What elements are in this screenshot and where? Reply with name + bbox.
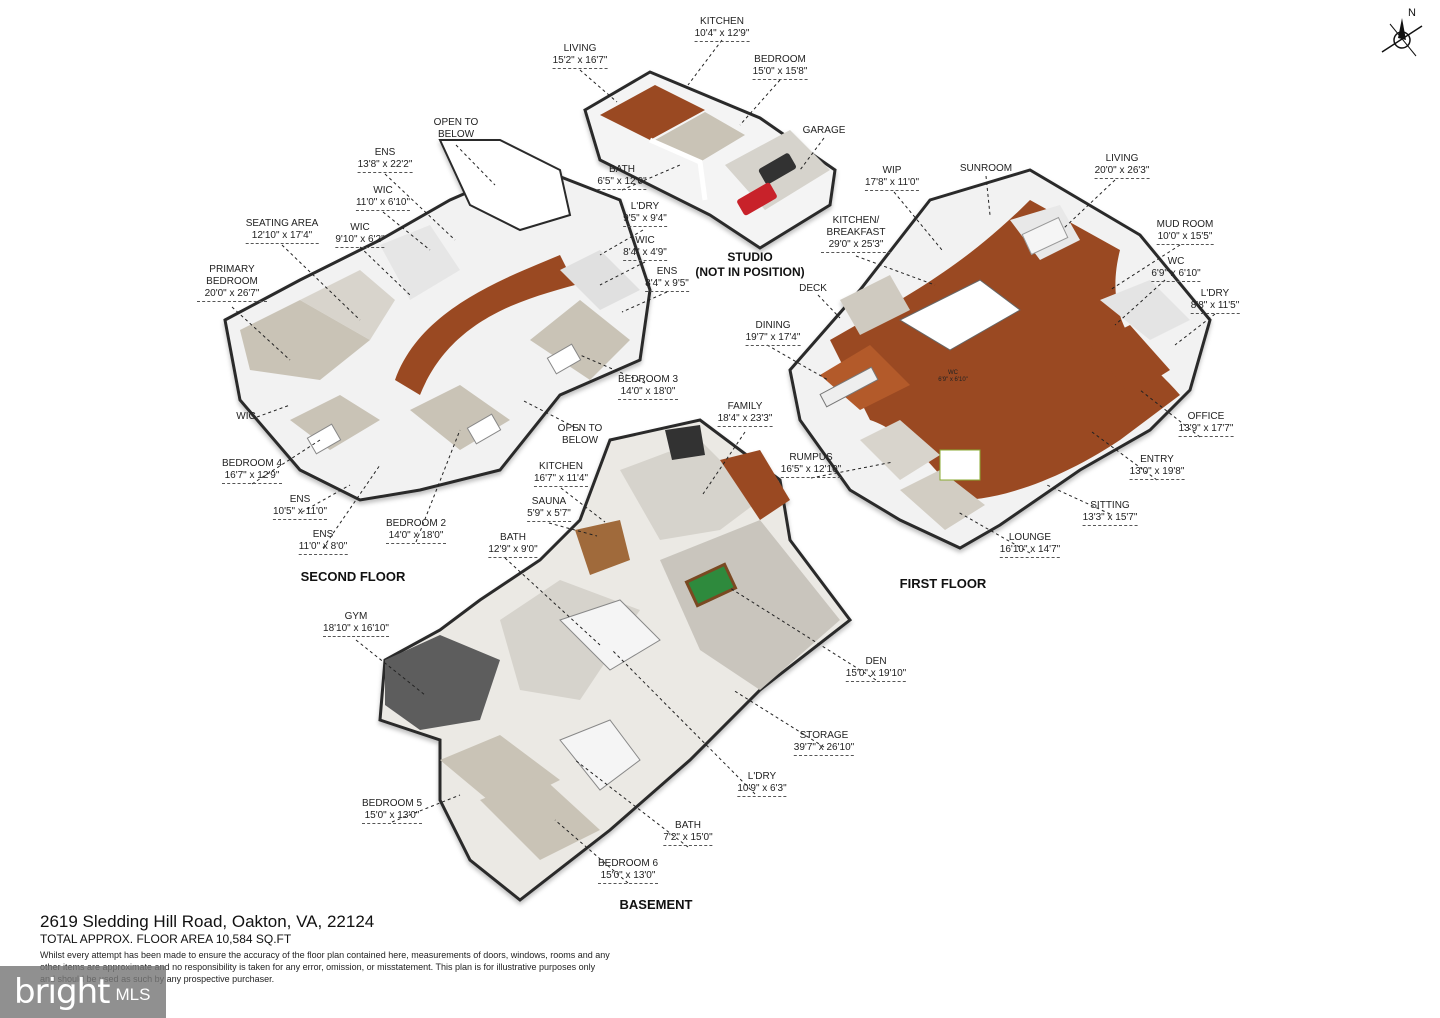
floor-title-first: FIRST FLOOR	[899, 576, 987, 591]
second-floor-plan	[223, 139, 652, 502]
studio-floor-plan	[583, 70, 837, 250]
studio-subtitle: (NOT IN POSITION)	[695, 265, 805, 279]
compass-icon: N	[1381, 7, 1423, 57]
floor-title-second: SECOND FLOOR	[300, 569, 406, 584]
logo-brand: bright	[14, 972, 110, 1012]
property-address: 2619 Sledding Hill Road, Oakton, VA, 221…	[40, 912, 375, 931]
compass-north-label: N	[1408, 7, 1416, 19]
floor-title-basement: BASEMENT	[619, 897, 693, 912]
room-label-garage: GARAGE	[802, 125, 846, 136]
studio-title: STUDIO	[727, 250, 773, 264]
first-floor-plan	[788, 168, 1212, 550]
room-label-deck: DECK	[799, 283, 827, 294]
room-label-wic-bedroom-4: WIC	[236, 411, 256, 422]
total-floor-area: TOTAL APPROX. FLOOR AREA 10,584 SQ.FT	[40, 932, 292, 946]
floor-title-studio: STUDIO (NOT IN POSITION)	[695, 250, 804, 280]
logo-suffix: MLS	[115, 985, 151, 1004]
bright-mls-logo: bright MLS	[0, 966, 166, 1018]
room-label-open-to-below-lower: OPEN TO BELOW	[557, 423, 603, 446]
leader-lines	[231, 39, 1216, 884]
room-label-sunroom: SUNROOM	[959, 163, 1013, 174]
basement-floor-plan	[378, 418, 853, 902]
room-label-open-to-below-upper: OPEN TO BELOW	[433, 117, 479, 140]
